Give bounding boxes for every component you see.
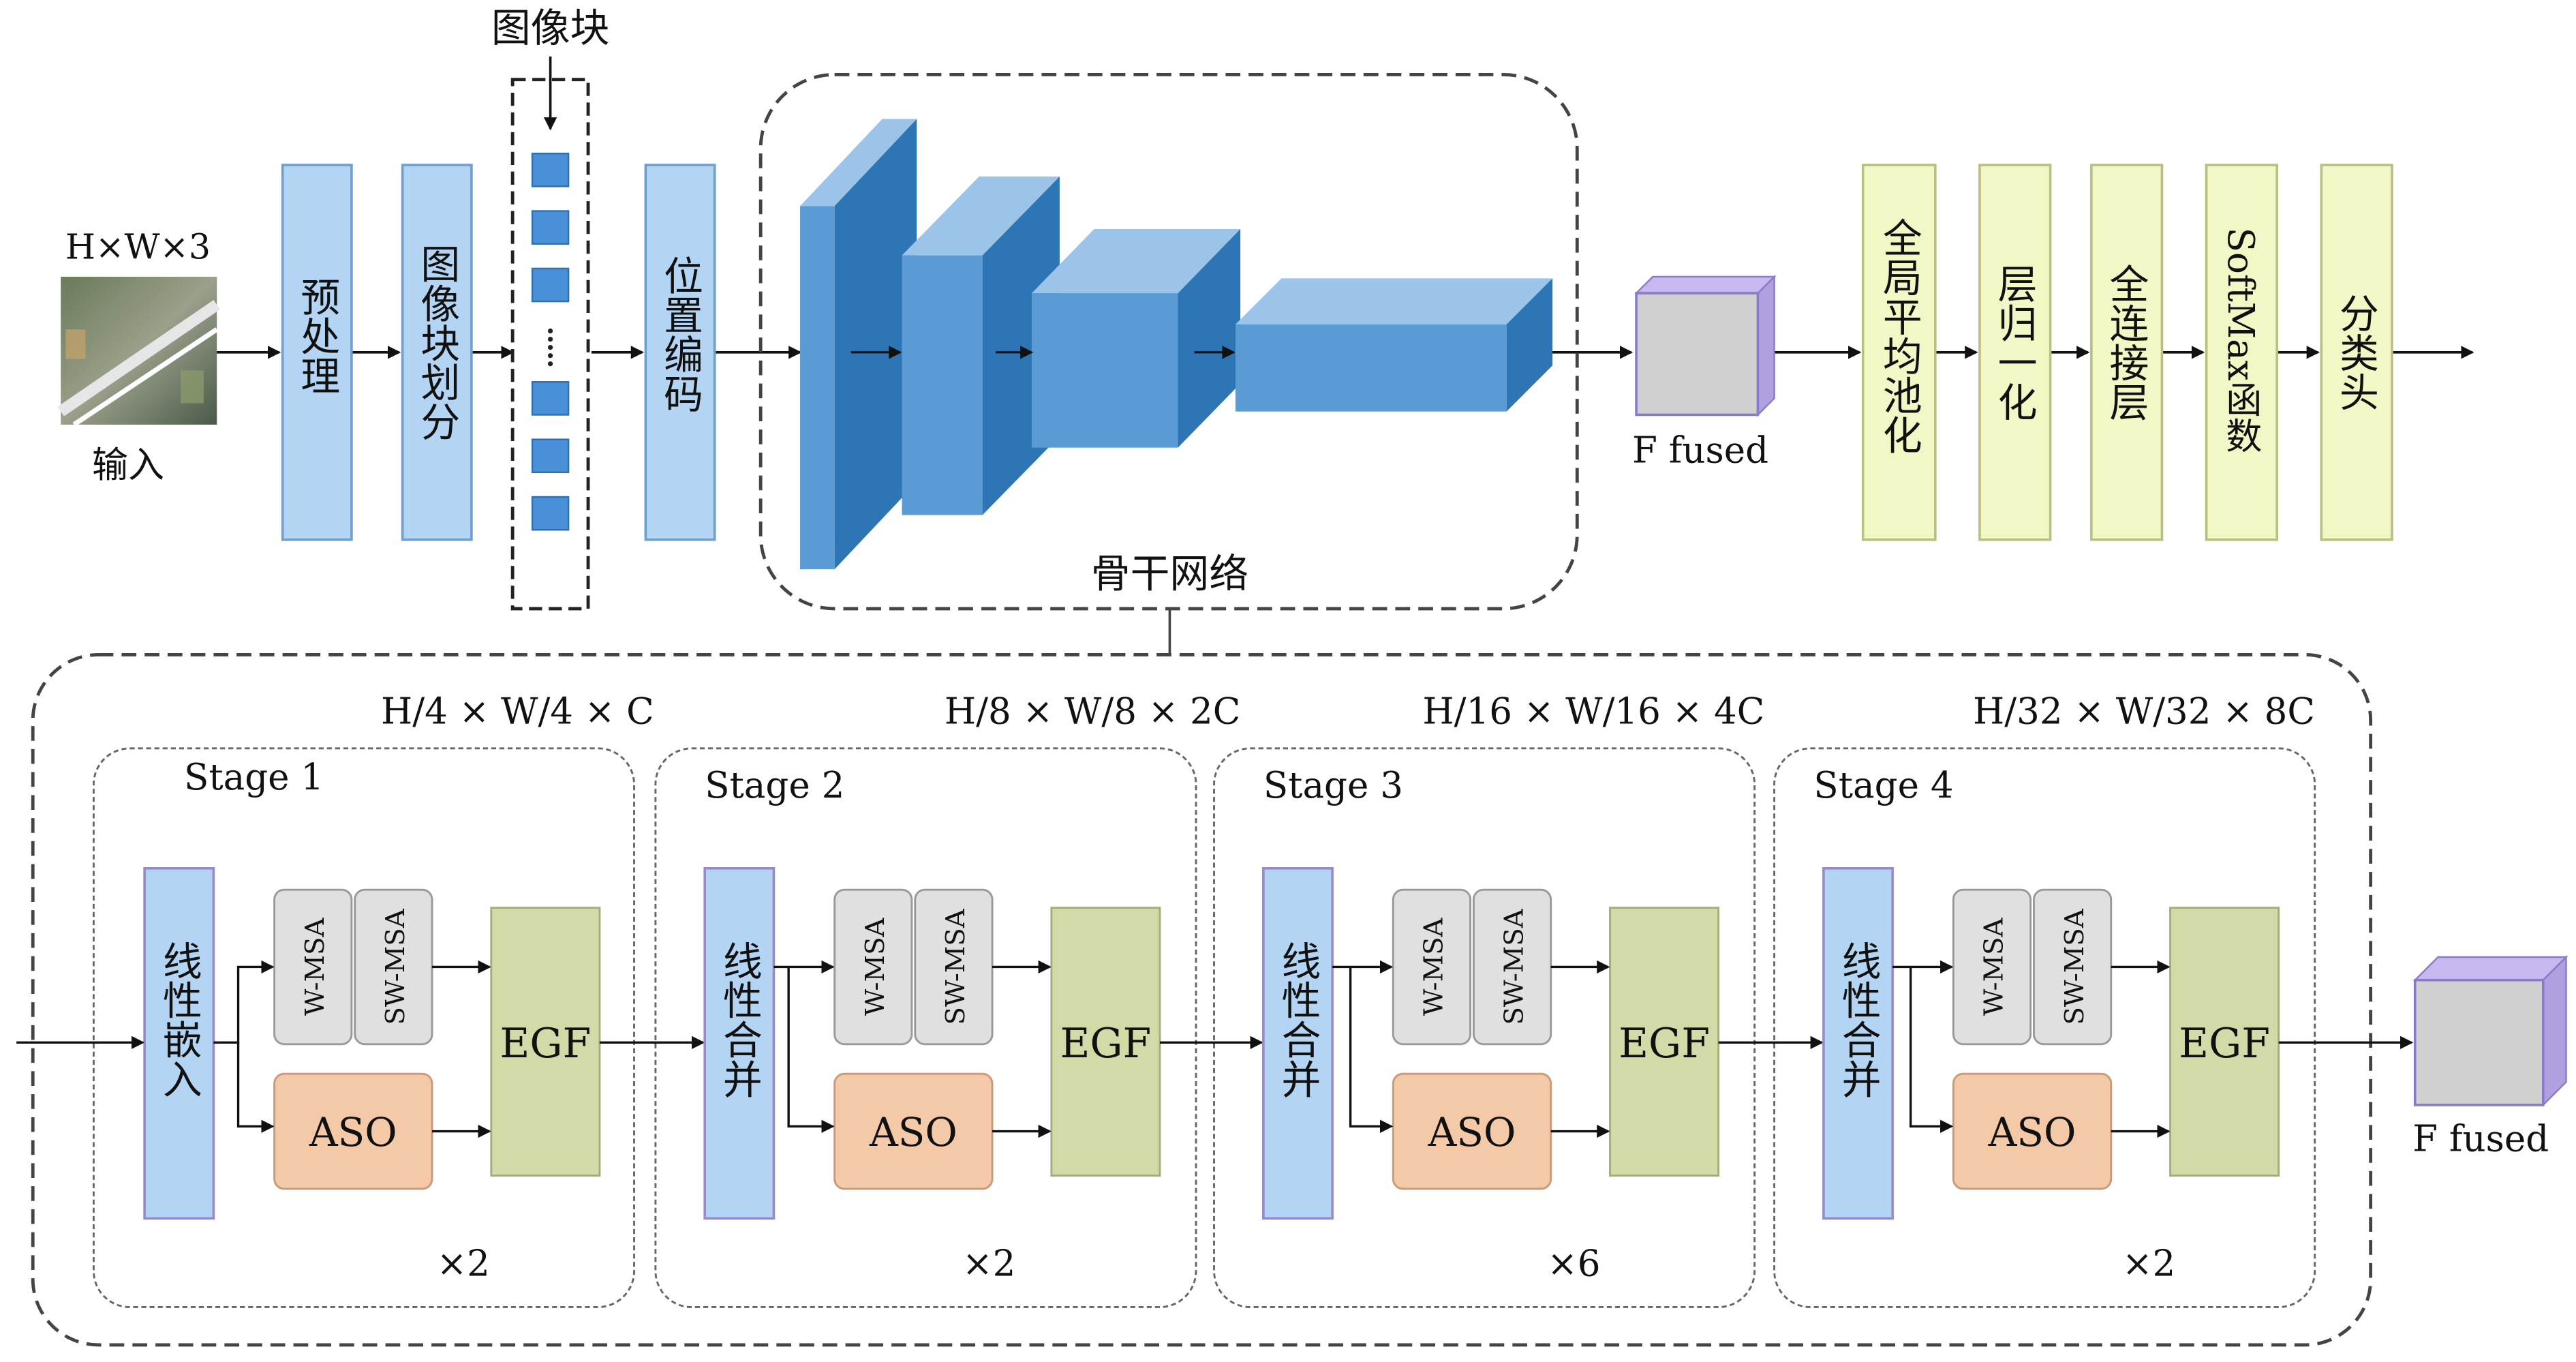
head-blocks: [1861, 164, 2393, 541]
stage-3-wmsa-label: W-MSA: [1419, 918, 1450, 1016]
fused-label-bottom: F fused: [2412, 1117, 2549, 1160]
stage-2-swmsa-label: SW-MSA: [940, 908, 971, 1025]
patch-square: [531, 152, 570, 187]
patch-square: [531, 267, 570, 303]
stage-1-box: [92, 747, 635, 1308]
stage-2-internals: [703, 867, 1263, 1220]
stage-4-swmsa-label: SW-MSA: [2059, 908, 2090, 1025]
patch-square: [531, 496, 570, 531]
head-block-softmax: [2205, 164, 2279, 541]
head-block-layer-norm: [1978, 164, 2052, 541]
position-encoding-label: 位置编码: [657, 256, 703, 413]
preprocess-label: 预处理: [294, 277, 340, 395]
patch-partition-label: 图像块划分: [414, 244, 460, 441]
stage-2-repeat: ×2: [962, 1243, 1015, 1285]
stage-1-wmsa-label: W-MSA: [300, 918, 331, 1016]
backbone-cube-4: [1235, 278, 1553, 412]
head-block-fc: [2090, 164, 2164, 541]
stage-2-merge-block: [703, 867, 776, 1220]
stage-4-aso-label: ASO: [1988, 1109, 2076, 1155]
stage-4-name: Stage 4: [1813, 764, 1953, 806]
patch-partition-block: [401, 164, 473, 541]
stage-3-merge-block: [1262, 867, 1334, 1220]
stage-4-dims: H/32 × W/32 × 8C: [1973, 691, 2315, 733]
stage-3-aso-label: ASO: [1428, 1109, 1516, 1155]
stage-3-name: Stage 3: [1263, 764, 1403, 806]
stage-1-egf-label: EGF: [500, 1020, 591, 1068]
patch-square: [531, 438, 570, 474]
patch-square: [531, 381, 570, 416]
patch-squares: [531, 152, 570, 531]
stage-1-wmsa-block: [273, 888, 353, 1046]
stage-4-merge-block: [1822, 867, 1894, 1220]
head-label-softmax: SoftMax函数: [2220, 228, 2262, 453]
stage-3-repeat: ×6: [1547, 1243, 1600, 1285]
stage-2-wmsa-label: W-MSA: [860, 918, 891, 1016]
stage-1-embed-block: [143, 867, 215, 1220]
input-dims: H×W×3: [65, 226, 211, 267]
head-label-layer-norm: 层归一化: [1991, 264, 2038, 421]
stage-4-merge-label: 线性合并: [1835, 941, 1882, 1098]
stage-1-internals: [16, 867, 705, 1220]
stage-1-swmsa-label: SW-MSA: [380, 908, 411, 1025]
stage-3-swmsa-label: SW-MSA: [1499, 908, 1530, 1025]
stage-4-egf-label: EGF: [2179, 1020, 2270, 1068]
fused-label-top: F fused: [1632, 429, 1768, 471]
stage-2-name: Stage 2: [705, 764, 844, 806]
stage-2-aso-label: ASO: [869, 1109, 957, 1155]
head-label-classifier: 分类头: [2333, 293, 2379, 412]
stage-4-repeat: ×2: [2122, 1243, 2175, 1285]
backbone-cube-3: [1031, 229, 1241, 448]
head-block-global-pool: [1861, 164, 1937, 541]
patches-box: [510, 78, 590, 611]
stage-4-egf-block: [2169, 907, 2280, 1177]
stage-2-box: [654, 747, 1197, 1308]
stage-4-internals: [1822, 867, 2414, 1220]
stage-1-embed-label: 线性嵌入: [156, 941, 202, 1098]
stage-3-wmsa-block: [1392, 888, 1472, 1046]
fused-cube-bottom: [2412, 955, 2569, 1107]
patch-square: [531, 210, 570, 245]
head-label-fc: 全连接层: [2102, 264, 2149, 421]
head-block-classifier: [2320, 164, 2393, 541]
stages-region: [31, 653, 2373, 1347]
stage-2-egf-block: [1050, 907, 1161, 1177]
stage-1-repeat: ×2: [437, 1243, 490, 1285]
backbone-label: 骨干网络: [1091, 551, 1248, 597]
stage-3-internals: [1262, 867, 1824, 1220]
stage-4-box: [1773, 747, 2316, 1308]
head-label-global-pool: 全局平均池化: [1876, 217, 1922, 454]
preprocess-block: [281, 164, 353, 541]
stage-2-egf-label: EGF: [1060, 1020, 1151, 1068]
stage-1-dims: H/4 × W/4 × C: [381, 691, 654, 733]
patches-label: 图像块: [491, 5, 610, 51]
stage-3-merge-label: 线性合并: [1274, 941, 1321, 1098]
patch-ellipsis: [547, 328, 553, 367]
stage-3-dims: H/16 × W/16 × 4C: [1422, 691, 1764, 733]
input-image: [57, 276, 220, 427]
stage-2-merge-label: 线性合并: [716, 941, 763, 1098]
stage-4-wmsa-block: [1952, 888, 2032, 1046]
position-encoding-block: [644, 164, 716, 541]
stage-3-box: [1213, 747, 1756, 1308]
stage-3-egf-label: EGF: [1619, 1020, 1710, 1068]
stage-2-wmsa-block: [833, 888, 913, 1046]
stage-3-egf-block: [1609, 907, 1720, 1177]
input-label: 输入: [92, 444, 164, 486]
backbone-cube-1: [800, 119, 917, 570]
stage-2-dims: H/8 × W/8 × 2C: [945, 691, 1240, 733]
fused-cube-top: [1634, 275, 1777, 417]
stage-1-name: Stage 1: [184, 756, 324, 798]
stage-1-aso-label: ASO: [309, 1109, 397, 1155]
stage-4-wmsa-label: W-MSA: [1979, 918, 2010, 1016]
stage-1-egf-block: [490, 907, 601, 1177]
